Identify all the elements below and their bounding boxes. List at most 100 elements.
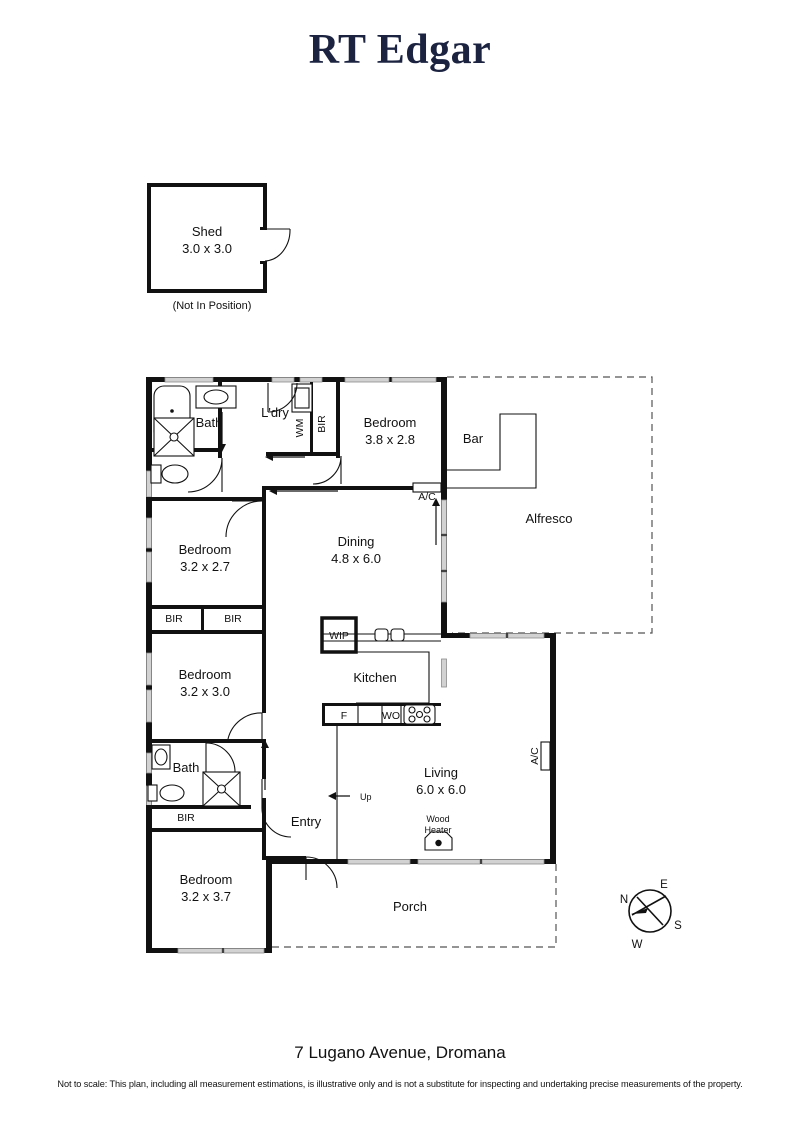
wall-bir2-top — [146, 605, 265, 609]
label-bath-top: Bath — [196, 415, 223, 430]
dim-bedroom3: 3.2 x 3.0 — [180, 684, 230, 699]
wall-right-living — [550, 633, 556, 864]
wall-laundry-bottom — [266, 452, 336, 456]
dim-dining: 4.8 x 6.0 — [331, 551, 381, 566]
shed-door-opening — [259, 230, 267, 261]
label-living: Living — [424, 765, 458, 780]
shower-drain-top — [169, 432, 179, 442]
window-laundry-top — [271, 377, 295, 383]
wall-dining-top — [266, 486, 441, 490]
shed-label: Shed — [192, 224, 222, 239]
brand-logo: RT Edgar — [308, 27, 492, 73]
compass-label-south: S — [674, 920, 682, 932]
arrow-hall-bottom-head — [261, 740, 269, 748]
label-wip: WIP — [329, 630, 349, 642]
slider-dining-b — [441, 535, 447, 571]
door-laundry-swing — [267, 382, 298, 413]
label-bir-2a: BIR — [165, 613, 183, 625]
window-living-c — [481, 859, 545, 865]
door-bedroom3-swing — [227, 712, 263, 740]
label-alfresco: Alfresco — [526, 511, 573, 526]
window-kitchen-east — [441, 658, 447, 688]
wall-hall-left-a — [262, 497, 266, 609]
dim-bedroom1: 3.8 x 2.8 — [365, 432, 415, 447]
label-kitchen: Kitchen — [353, 670, 396, 685]
wall-entry-left — [266, 856, 306, 861]
door-bathtop-swing — [187, 457, 223, 493]
window-bedroom1-top-b — [391, 377, 437, 383]
toilet-cistern-bottom — [147, 784, 158, 802]
arrow-slider-head — [432, 498, 440, 506]
dim-bedroom2: 3.2 x 2.7 — [180, 559, 230, 574]
shed-note: (Not In Position) — [173, 300, 252, 312]
arrow-bath-head — [218, 444, 226, 452]
label-bedroom1: Bedroom — [364, 415, 417, 430]
interior-walls — [146, 382, 441, 861]
burner-4 — [423, 715, 431, 723]
door-bedroom2-swing — [225, 500, 263, 538]
wall-bath-top-right — [218, 382, 222, 452]
label-fridge: F — [341, 710, 347, 722]
wall-laundry-jamb — [336, 452, 340, 458]
dim-bedroom4: 3.2 x 3.7 — [181, 889, 231, 904]
window-bedroom2-b — [146, 551, 152, 583]
label-wall-oven: WO — [382, 710, 400, 722]
window-bath-top — [164, 377, 214, 383]
door-bedroom4-swing — [261, 807, 292, 838]
wall-bir2-bottom — [146, 630, 265, 634]
burner-3 — [408, 715, 416, 723]
sink-bowl-a — [374, 628, 389, 642]
label-bedroom2: Bedroom — [179, 542, 232, 557]
label-wood-heater-2: Heater — [424, 825, 451, 835]
doors — [187, 382, 342, 889]
bath-top-fixtures — [150, 385, 237, 484]
wood-heater-flue — [435, 839, 442, 847]
wall-wm-divider — [310, 382, 313, 452]
toilet-cistern-top — [150, 464, 162, 484]
window-bedroom3-b — [146, 689, 152, 723]
wall-bir2-divider — [201, 605, 204, 634]
label-ac-top: A/C — [418, 491, 436, 503]
burner-1 — [408, 706, 416, 714]
wall-hall-left-b — [262, 609, 266, 713]
burner-2 — [423, 706, 431, 714]
window-bedroom4-a — [177, 948, 223, 954]
wall-birbottom-bottom — [146, 828, 265, 832]
label-bir-laundry: BIR — [316, 415, 328, 433]
wall-hall-corner — [262, 486, 266, 500]
compass-north-pointer — [631, 908, 648, 914]
window-bir-top — [299, 377, 323, 383]
door-entry-swing — [305, 856, 338, 889]
toilet-bowl-top — [161, 464, 189, 484]
basin-top — [203, 389, 229, 405]
laundry-fixtures — [291, 383, 313, 413]
label-bir-2b: BIR — [224, 613, 242, 625]
toilet-bowl-bottom — [159, 784, 185, 802]
windows — [146, 377, 545, 954]
slider-dining-a — [441, 499, 447, 535]
wall-living-bottom — [272, 859, 556, 864]
kitchen-fixtures — [320, 616, 441, 860]
sink-bowl-b — [390, 628, 405, 642]
bar-group — [447, 413, 537, 489]
direction-arrows — [218, 412, 440, 800]
label-bedroom4: Bedroom — [180, 872, 233, 887]
label-bedroom3: Bedroom — [179, 667, 232, 682]
bath-bottom-fixtures — [147, 744, 241, 807]
arrow-up-head — [328, 792, 336, 800]
label-wood-heater-1: Wood — [426, 814, 449, 824]
arrow-hall-top-head — [265, 453, 273, 461]
wall-bathbottom-top — [146, 739, 265, 743]
wall-top-exterior — [146, 377, 447, 382]
label-laundry: L'dry — [261, 405, 289, 420]
outdoor-boundaries — [272, 376, 653, 948]
door-bedroom1-swing — [312, 455, 342, 485]
ac-units — [412, 482, 551, 771]
label-ac-living: A/C — [529, 747, 541, 765]
alfresco-boundary — [447, 376, 653, 634]
shed-outline — [147, 183, 267, 293]
shower-drain-bottom — [216, 784, 227, 794]
label-dining: Dining — [338, 534, 375, 549]
compass-needle-minor — [636, 896, 664, 926]
